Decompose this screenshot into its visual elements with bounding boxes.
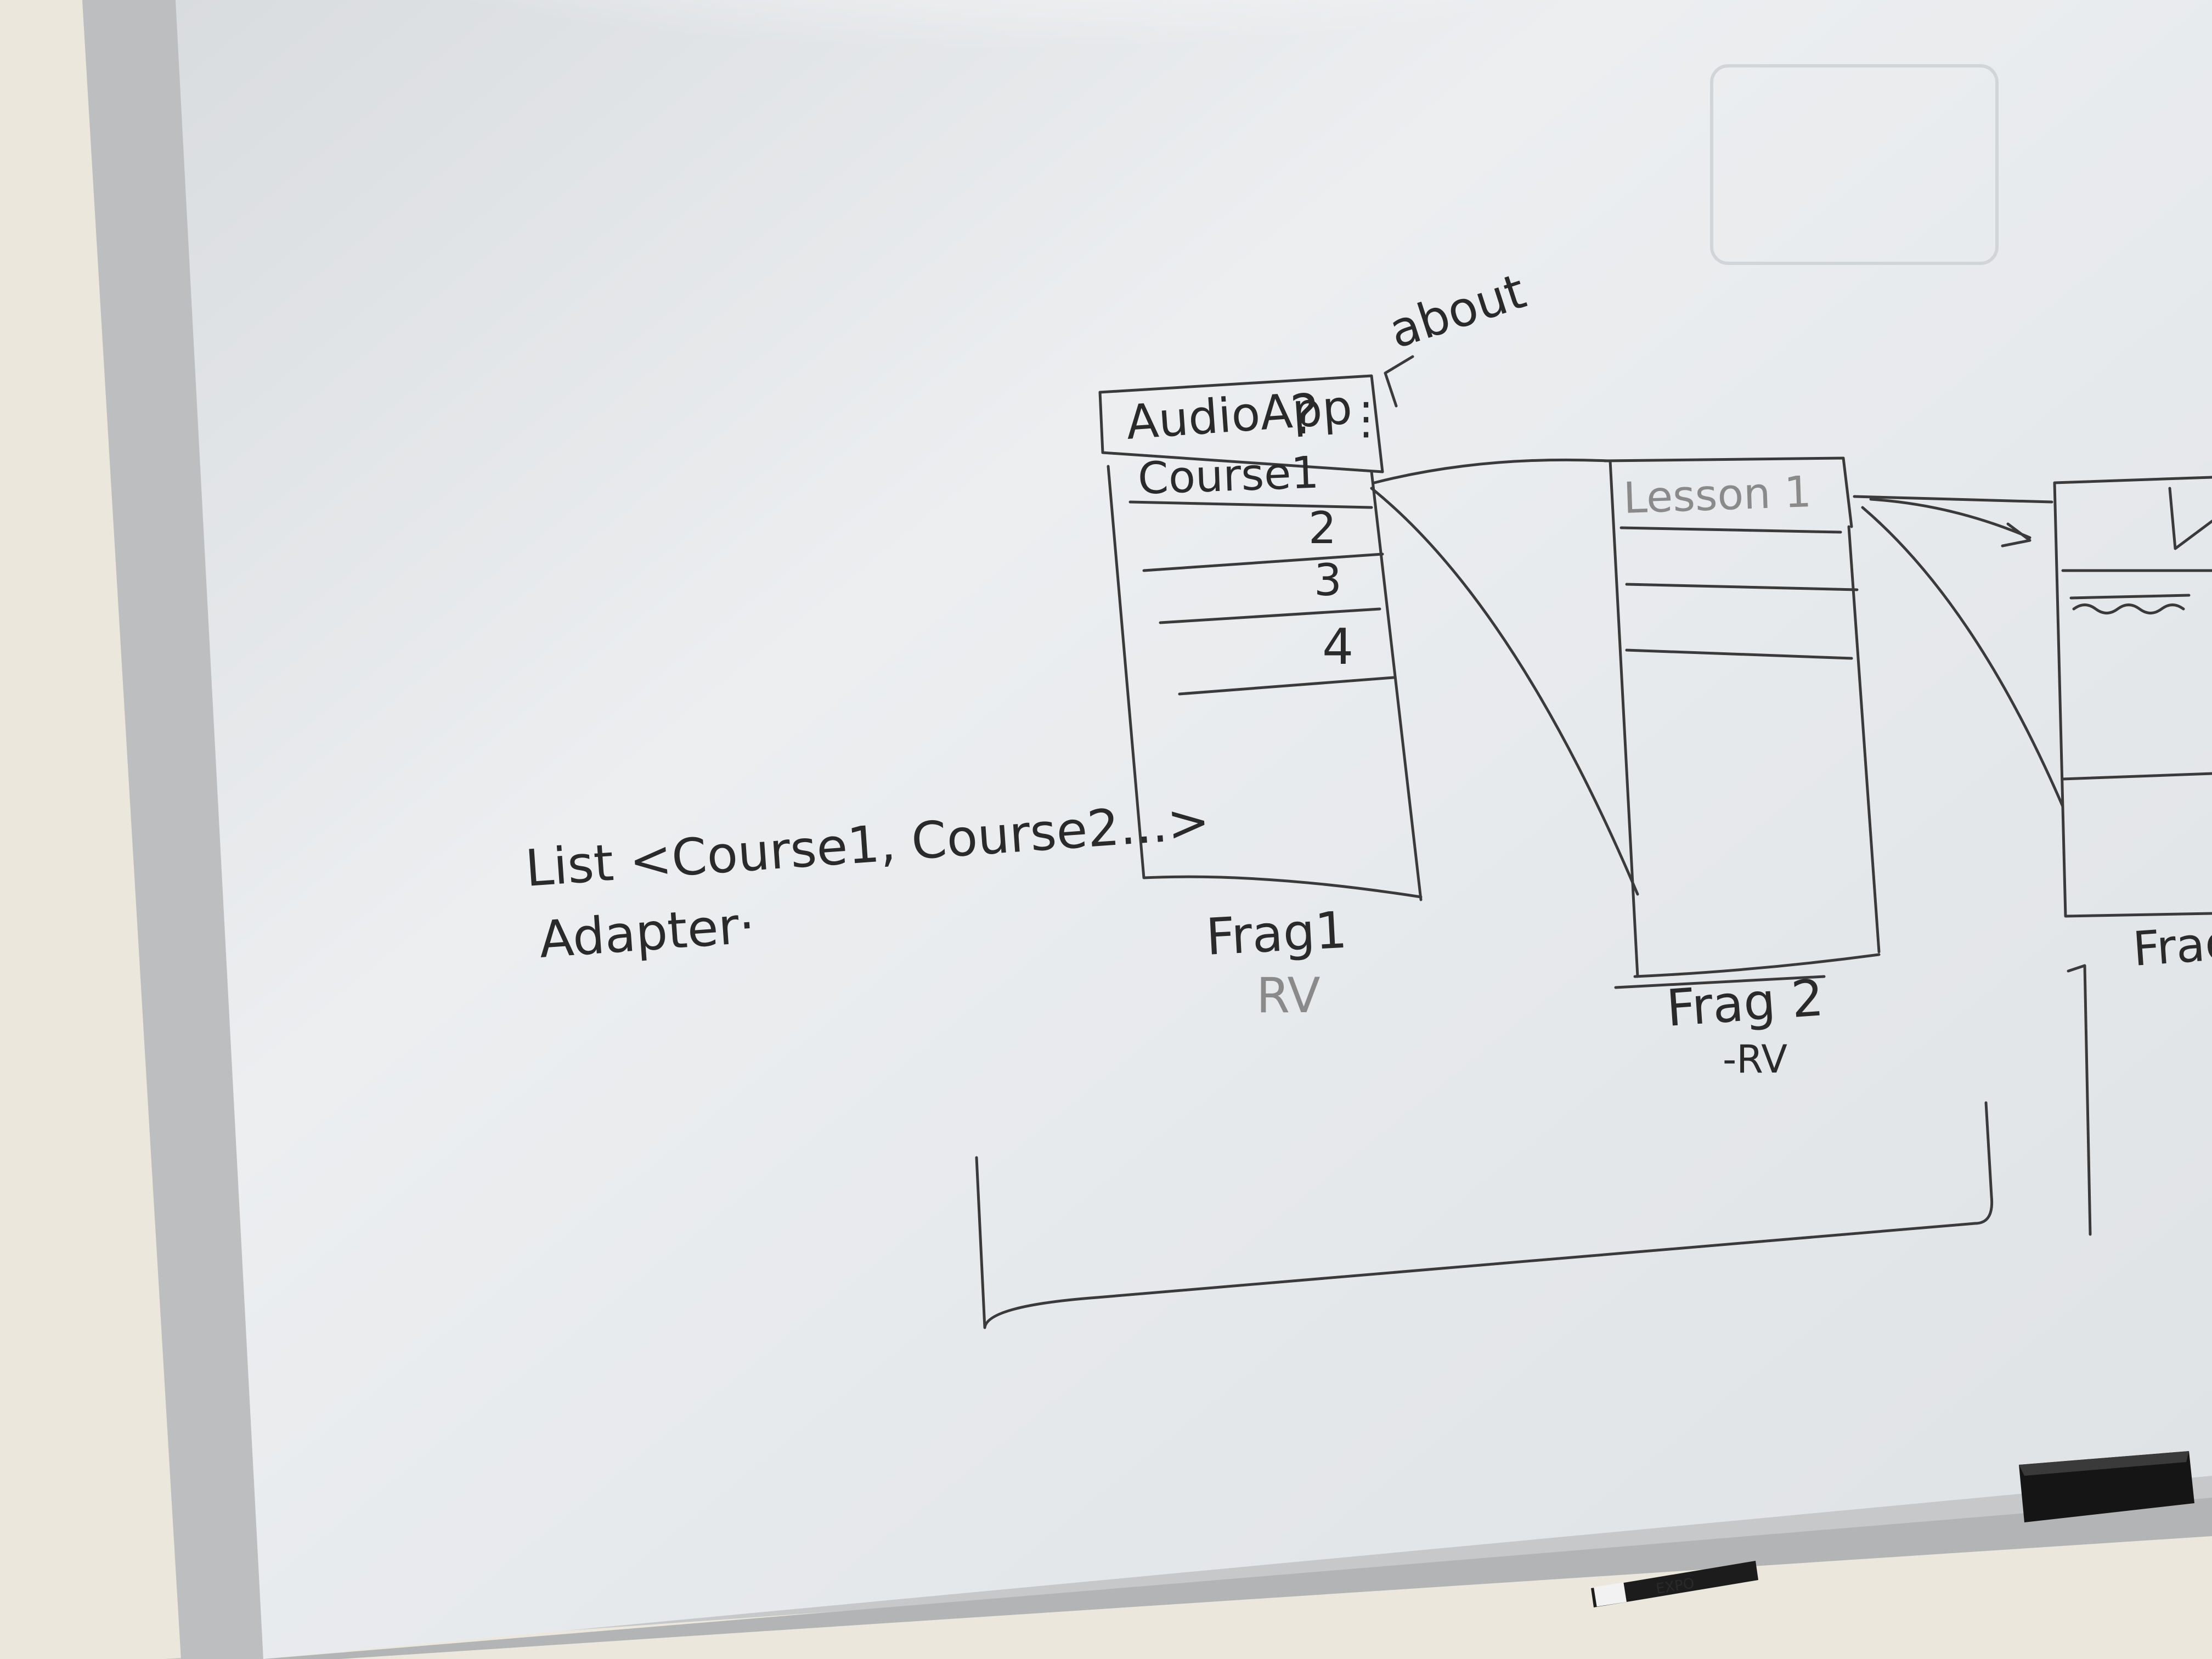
frag3-play-shape <box>2168 487 2212 550</box>
frag1-subcaption: RV <box>1256 967 1321 1024</box>
connector-frag2-frag3-top <box>1853 495 2053 504</box>
bottom-bracket <box>975 1101 1994 1329</box>
frag3-squiggle <box>2072 603 2185 614</box>
frag1-row-line-2 <box>1142 552 1384 572</box>
frag3-caption: Frag <box>2131 915 2212 977</box>
frag3-divider <box>2069 594 2191 600</box>
frag1-row-line-1 <box>1128 500 1373 509</box>
frag2-header-title: Lesson 1 <box>1623 467 1813 523</box>
frag2-caption: Frag 2 <box>1664 968 1825 1038</box>
frag1-row-line-4 <box>1178 676 1395 696</box>
frag1-header-box <box>1098 391 1384 473</box>
whiteboard-frame-left <box>82 0 263 1659</box>
frag1-row-4: 4 <box>1322 618 1353 676</box>
frag-2-underline <box>1614 975 1826 989</box>
frag1-outline <box>1098 374 1423 901</box>
right-bracket <box>2067 964 2092 1236</box>
frag2-row-line-1 <box>1620 526 1842 534</box>
frag1-row-line-3 <box>1159 607 1381 624</box>
question-mark-icon: ? <box>1289 382 1318 447</box>
marker-tray <box>263 1498 2212 1659</box>
frag1-row-2: 2 <box>1308 503 1336 554</box>
whiteboard-surface <box>176 0 2212 1659</box>
kebab-menu-icon: ⋮ <box>1344 393 1388 444</box>
marker-pen: EXPO <box>1591 1561 1758 1607</box>
frag2-subcaption: -RV <box>1723 1037 1787 1082</box>
ghost-mark <box>1710 64 1999 265</box>
frag2-outline <box>1603 456 1881 978</box>
connector-arrow <box>1869 498 2032 548</box>
eraser <box>2019 1451 2194 1522</box>
frag3-outline <box>2053 476 2212 918</box>
frag2-row-line-3 <box>1625 648 1853 660</box>
connector-frag1-frag2-curve <box>1370 487 1639 896</box>
connector-frag2-frag3-curve <box>1861 506 2064 808</box>
frag2-row-line-2 <box>1625 583 1859 591</box>
connector-frag1-frag2-top <box>1373 458 1609 484</box>
about-connector <box>1384 355 1414 408</box>
frag1-caption: Frag1 <box>1205 901 1349 967</box>
frag1-row-1: Course1 <box>1137 447 1319 504</box>
frag1-row-3: 3 <box>1314 555 1342 606</box>
board-glare <box>411 0 1728 165</box>
